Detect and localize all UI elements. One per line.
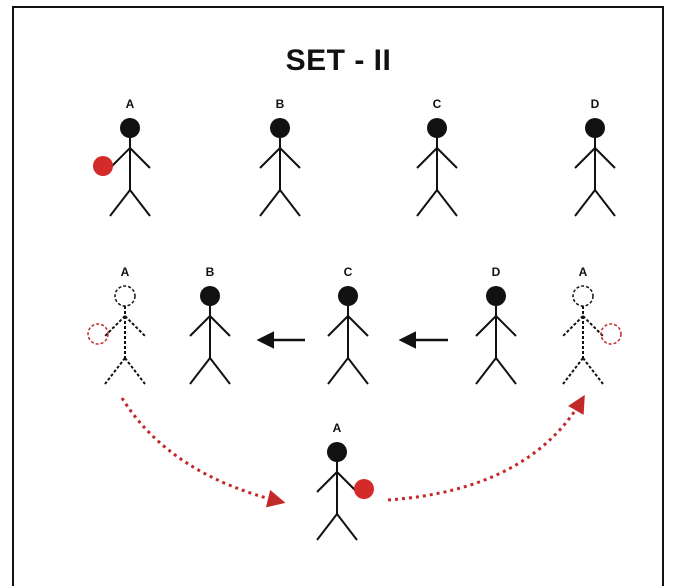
figure-label: C <box>344 265 353 279</box>
stick-figure-b-middle: B <box>189 265 231 385</box>
diagram-title: SET - II <box>285 44 392 77</box>
figure-label: A <box>121 265 130 279</box>
middle-row: A B C D <box>87 265 622 385</box>
movement-arrow-to-center <box>120 397 286 508</box>
figure-label: D <box>591 97 600 111</box>
figure-label: C <box>433 97 442 111</box>
stick-figure-d-middle: D <box>475 265 517 385</box>
ghost-ball <box>600 323 622 345</box>
stick-figure-a-bottom: A <box>316 421 374 541</box>
stick-figure-c-top: C <box>416 97 458 217</box>
top-row: A B C D <box>93 97 616 217</box>
figure-label: A <box>333 421 342 435</box>
stick-figure-c-middle: C <box>327 265 369 385</box>
figure-label: A <box>579 265 588 279</box>
figure-label: D <box>492 265 501 279</box>
figure-label: B <box>206 265 215 279</box>
ghost-figure-a-left: A <box>87 265 146 385</box>
figure-label: A <box>126 97 135 111</box>
stick-figure-d-top: D <box>574 97 616 217</box>
stick-figure-b-top: B <box>259 97 301 217</box>
stick-figure-a-top: A <box>93 97 151 217</box>
ghost-ball <box>87 323 109 345</box>
ghost-figure-a-right: A <box>562 265 622 385</box>
movement-arrow-to-right <box>387 394 585 502</box>
ball <box>93 156 113 176</box>
diagram-frame <box>12 6 664 586</box>
figure-label: B <box>276 97 285 111</box>
diagram-canvas: A B C D <box>87 97 622 541</box>
ball <box>354 479 374 499</box>
